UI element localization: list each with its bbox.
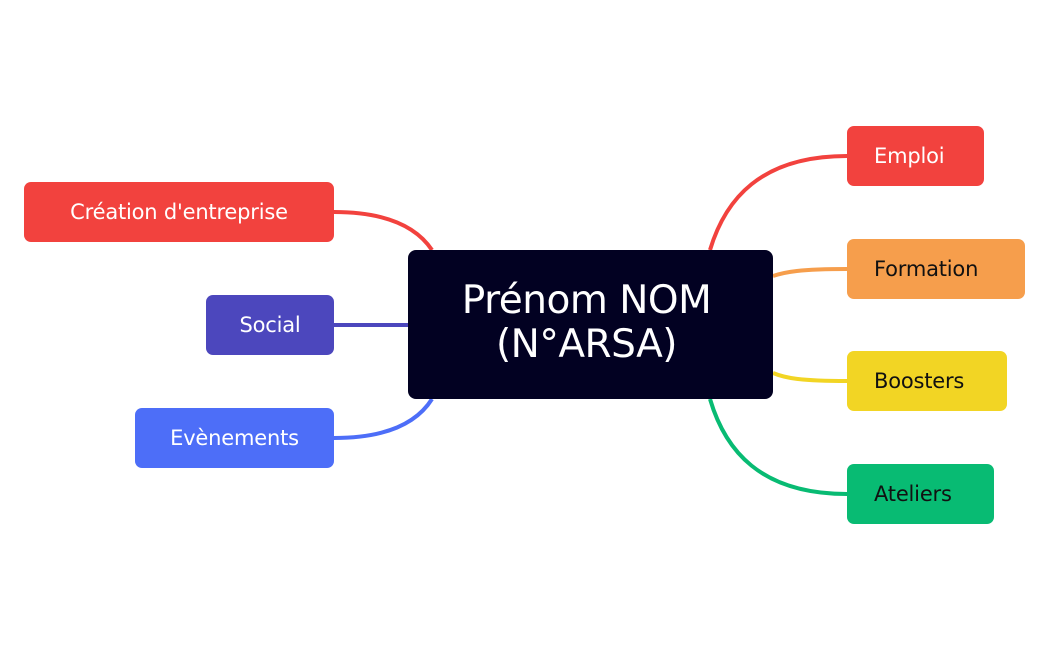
central-topic-name: Prénom NOM — [461, 277, 712, 323]
connector-formation — [772, 267, 848, 278]
connector-emploi — [708, 154, 848, 251]
branch-emploi[interactable]: Emploi — [847, 126, 984, 186]
branch-ateliers[interactable]: Ateliers — [847, 464, 994, 524]
branch-evenements-label: Evènements — [170, 426, 299, 450]
branch-emploi-label: Emploi — [874, 144, 945, 168]
connector-boosters — [772, 371, 848, 383]
branch-social-label: Social — [239, 313, 301, 337]
branch-formation[interactable]: Formation — [847, 239, 1025, 299]
connector-evenements — [333, 397, 434, 440]
branch-creation-entreprise[interactable]: Création d'entreprise — [24, 182, 334, 242]
branch-social[interactable]: Social — [206, 295, 334, 355]
central-topic-id: (N°ARSA) — [495, 321, 678, 367]
branch-boosters[interactable]: Boosters — [847, 351, 1007, 411]
branch-formation-label: Formation — [874, 257, 979, 281]
branch-evenements[interactable]: Evènements — [135, 408, 334, 468]
branch-ateliers-label: Ateliers — [874, 482, 952, 506]
connector-ateliers — [708, 398, 848, 496]
connector-creation — [333, 210, 434, 252]
branch-creation-entreprise-label: Création d'entreprise — [70, 200, 288, 224]
central-topic[interactable]: Prénom NOM (N°ARSA) — [408, 250, 773, 399]
branch-boosters-label: Boosters — [874, 369, 965, 393]
